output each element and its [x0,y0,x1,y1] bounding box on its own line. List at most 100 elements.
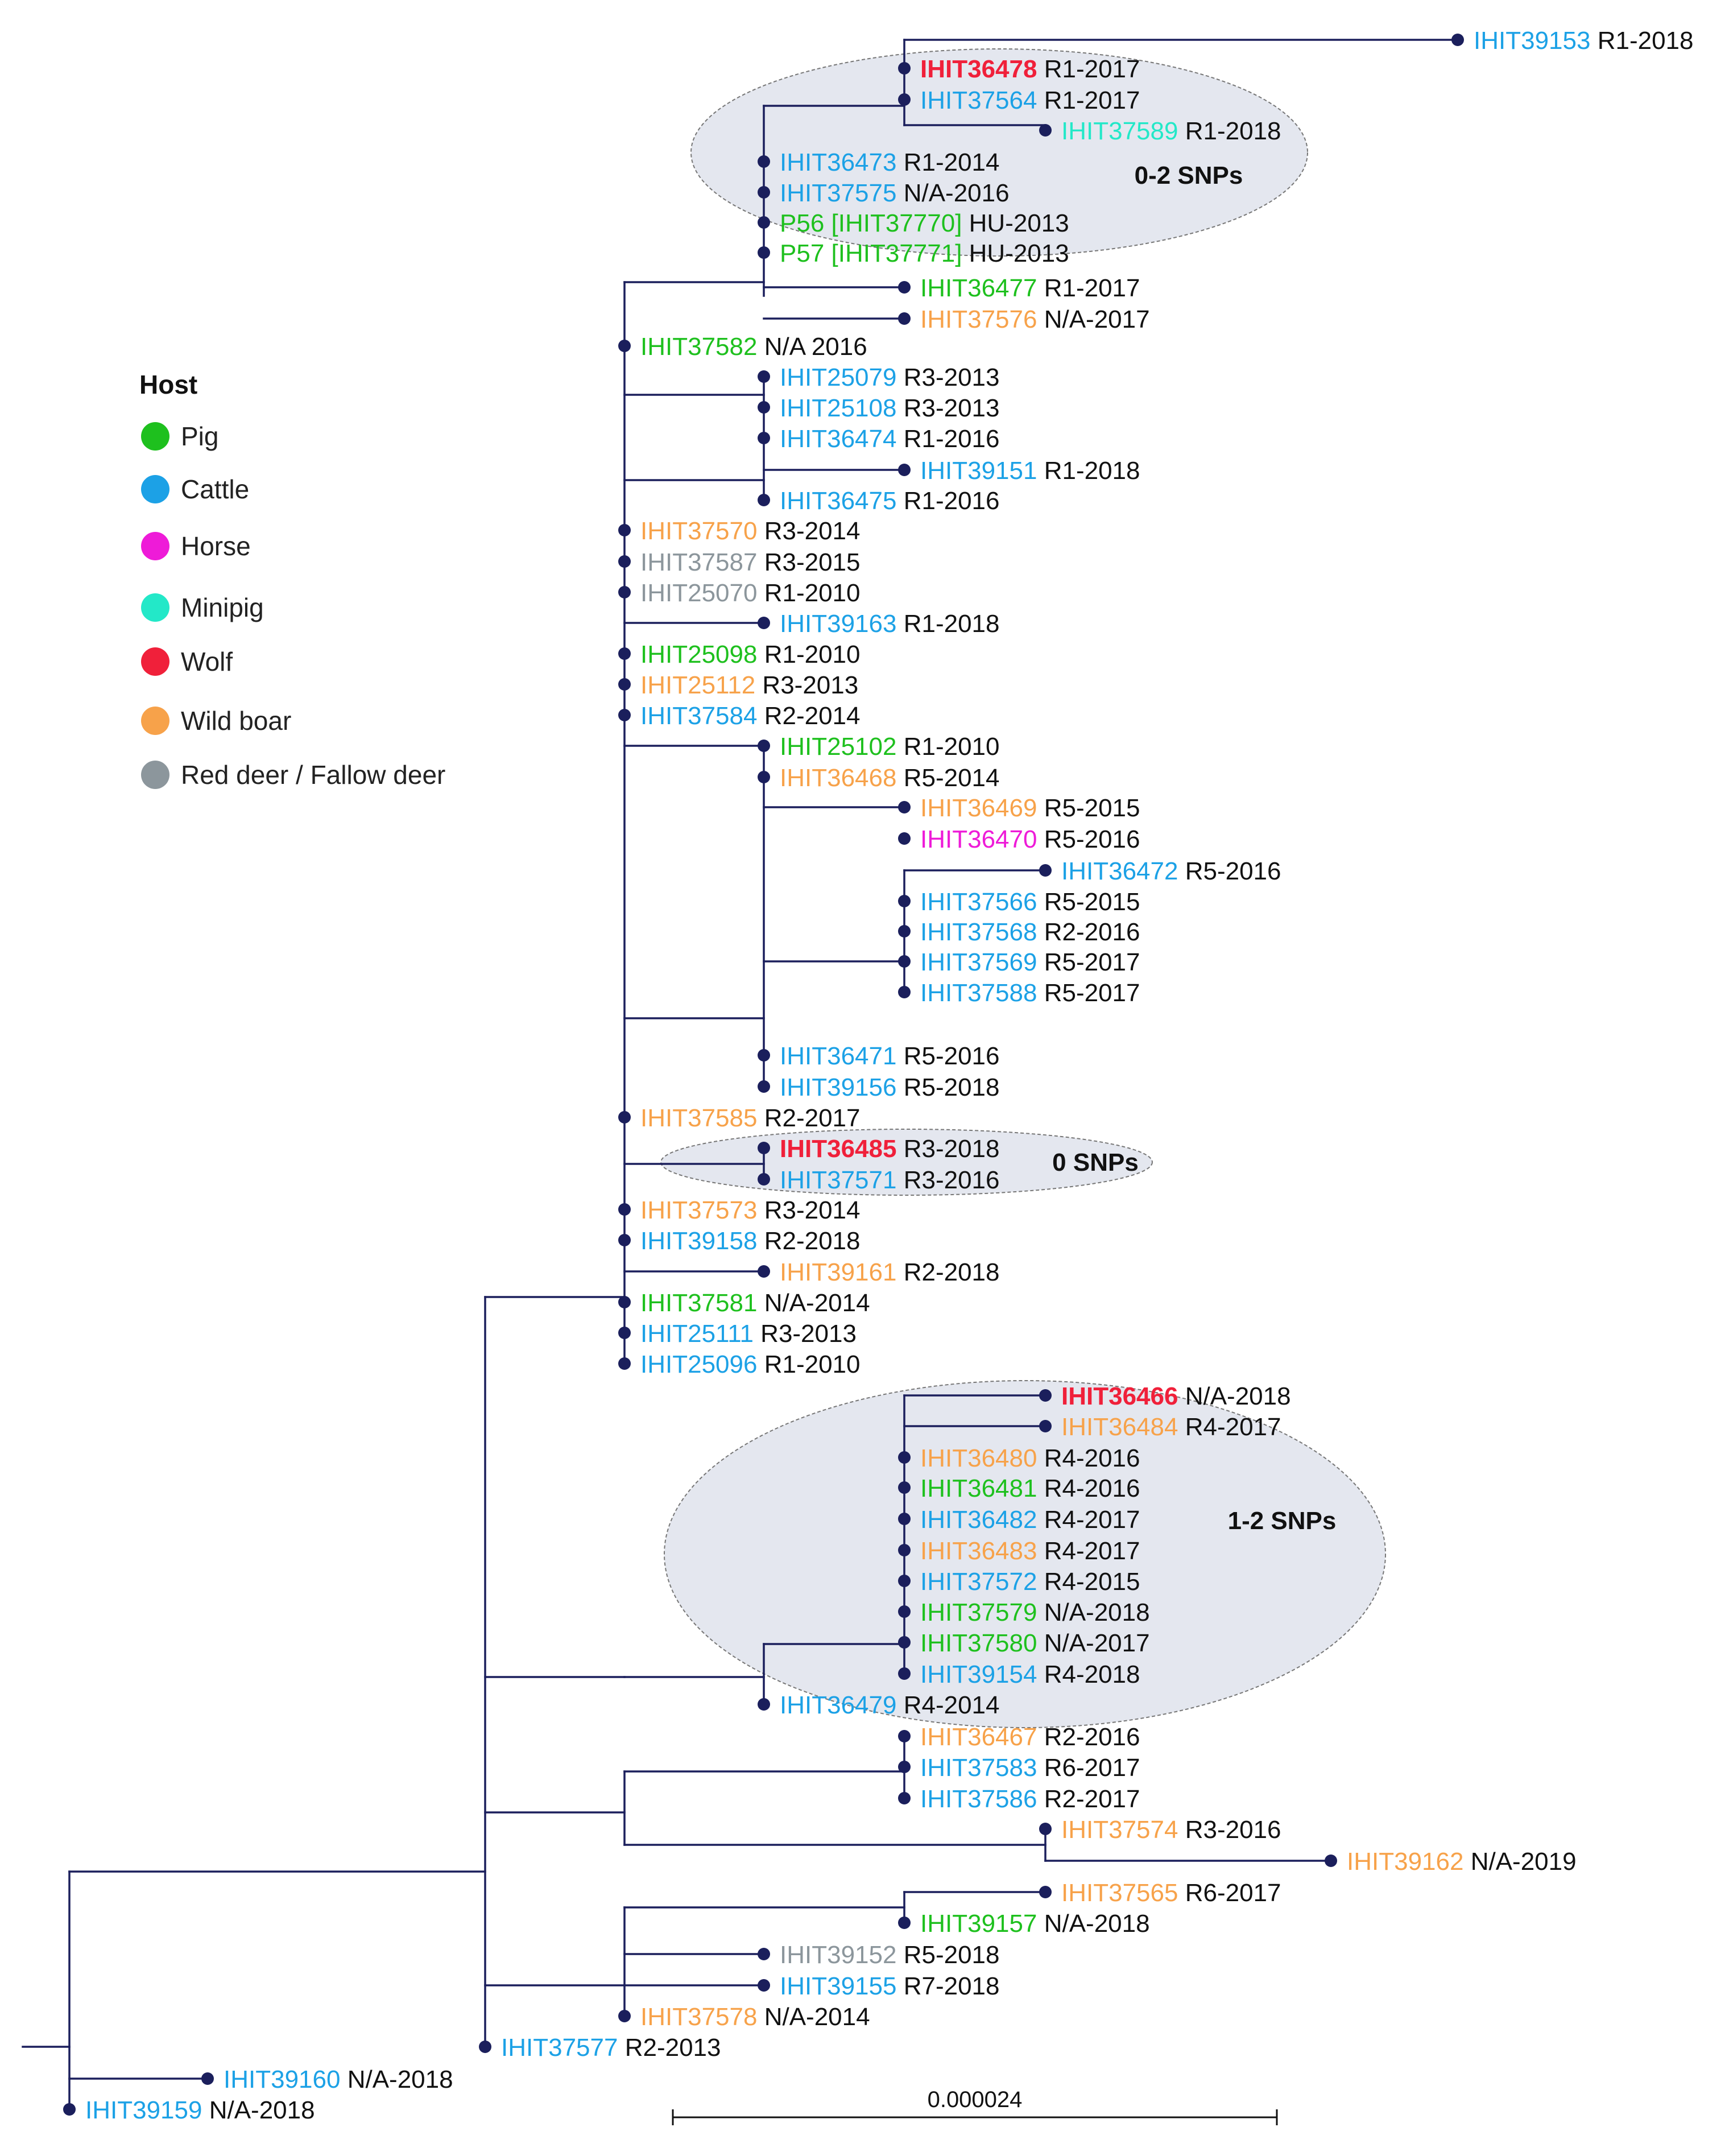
tip-node-dot [618,1203,631,1216]
tip-isolate-id: IHIT36467 [920,1723,1037,1751]
tree-tip: IHIT36467 R2-2016 [898,1723,1140,1751]
tip-node-dot [898,1575,911,1587]
tip-label: IHIT25079 R3-2013 [780,364,999,391]
tree-tip: IHIT37576 N/A-2017 [898,305,1150,333]
tip-label: IHIT39162 N/A-2019 [1347,1848,1577,1876]
tip-isolate-id: IHIT36483 [920,1537,1037,1565]
tip-isolate-id: IHIT37565 [1061,1879,1178,1907]
tip-label: IHIT36474 R1-2016 [780,425,999,453]
tip-region-year: R1-2018 [1178,117,1281,145]
tip-isolate-id: IHIT25111 [640,1320,754,1348]
tip-node-dot [898,801,911,813]
tip-label: IHIT36480 R4-2016 [920,1444,1140,1472]
tree-tip: IHIT25112 R3-2013 [618,671,858,699]
scale-bar: 0.000024 [672,2087,1278,2125]
tip-node-dot [618,2010,631,2022]
tip-label: IHIT36482 R4-2017 [920,1506,1140,1534]
tip-isolate-id: IHIT37577 [501,2034,618,2062]
tip-label: IHIT36473 R1-2014 [780,148,999,176]
tip-label: IHIT37574 R3-2016 [1061,1816,1281,1844]
tip-isolate-id: IHIT39153 [1474,27,1590,55]
tip-label: IHIT37581 N/A-2014 [640,1289,870,1317]
tip-node-dot [898,1513,911,1525]
tip-isolate-id: IHIT37572 [920,1568,1037,1596]
tip-isolate-id: IHIT37583 [920,1754,1037,1782]
tip-node-dot [618,1357,631,1370]
tip-region-year: N/A-2014 [757,2003,870,2031]
tip-region-year: R1-2018 [896,610,999,638]
tip-region-year: N/A-2016 [896,179,1009,207]
tip-isolate-id: P56 [IHIT37770] [780,209,962,237]
tip-label: IHIT36483 R4-2017 [920,1537,1140,1565]
tip-label: IHIT36475 R1-2016 [780,487,999,515]
tip-isolate-id: IHIT36468 [780,764,896,792]
tip-node-dot [618,1296,631,1308]
tip-node-dot [758,494,770,506]
tree-tip: IHIT39162 N/A-2019 [1325,1848,1577,1876]
tip-label: IHIT39160 N/A-2018 [224,2066,453,2093]
tip-isolate-id: IHIT25079 [780,364,896,391]
tip-region-year: N/A-2018 [1178,1382,1290,1410]
tip-region-year: R4-2018 [1037,1661,1140,1688]
legend-item: Cattle [141,474,249,504]
tip-region-year: N/A-2017 [1037,305,1149,333]
legend-label: Pig [181,422,218,451]
tip-node-dot [898,1451,911,1464]
tip-label: P56 [IHIT37770] HU-2013 [780,209,1069,237]
tip-region-year: R4-2015 [1037,1568,1140,1596]
tip-node-dot [898,1667,911,1680]
tip-node-dot [758,1948,770,1960]
legend-swatch [141,532,169,560]
tip-region-year: N/A-2018 [340,2066,453,2093]
snp-cluster-label: 0 SNPs [1052,1149,1139,1176]
tree-tip: IHIT39163 R1-2018 [758,610,999,638]
tip-label: IHIT25070 R1-2010 [640,579,860,607]
tip-node-dot [618,678,631,691]
tip-isolate-id: IHIT37586 [920,1785,1037,1813]
tip-isolate-id: IHIT39158 [640,1227,757,1255]
tip-label: IHIT37588 R5-2017 [920,979,1140,1007]
tree-tip: IHIT37574 R3-2016 [1039,1816,1281,1844]
tip-node-dot [758,370,770,383]
tip-region-year: R1-2017 [1037,274,1140,302]
tree-tip: IHIT37572 R4-2015 [898,1568,1140,1596]
tip-label: IHIT37573 R3-2014 [640,1196,860,1224]
tip-isolate-id: IHIT37588 [920,979,1037,1007]
legend-swatch [141,707,169,735]
tip-node-dot [1039,1886,1052,1898]
tip-isolate-id: IHIT36471 [780,1042,896,1070]
tip-isolate-id: IHIT39160 [224,2066,340,2093]
tip-region-year: N/A-2019 [1463,1848,1576,1876]
tree-tip: IHIT37575 N/A-2016 [758,179,1010,207]
tip-isolate-id: IHIT36474 [780,425,896,453]
tree-tip: IHIT39154 R4-2018 [898,1661,1140,1688]
tree-tip: IHIT37569 R5-2017 [898,948,1140,976]
tip-isolate-id: IHIT39159 [85,2096,202,2124]
tree-tip: IHIT36468 R5-2014 [758,764,999,792]
tree-tip: IHIT36469 R5-2015 [898,794,1140,822]
tip-isolate-id: IHIT25096 [640,1350,757,1378]
tip-region-year: R1-2016 [896,425,999,453]
tip-label: IHIT37587 R3-2015 [640,548,860,576]
legend-label: Red deer / Fallow deer [181,760,445,790]
tip-node-dot [201,2072,214,2085]
tip-label: IHIT37565 R6-2017 [1061,1879,1281,1907]
tip-node-dot [898,986,911,998]
tip-label: IHIT36479 R4-2014 [780,1691,999,1719]
snp-cluster-label: 1-2 SNPs [1228,1507,1337,1535]
tip-region-year: R4-2017 [1037,1506,1140,1534]
tree-tip: IHIT36478 R1-2017 [898,55,1140,83]
legend-label: Wolf [181,647,233,676]
tip-label: IHIT39159 N/A-2018 [85,2096,315,2124]
tip-node-dot [1039,1823,1052,1835]
tip-label: IHIT37571 R3-2016 [780,1166,999,1194]
tip-label: IHIT37566 R5-2015 [920,888,1140,916]
tip-region-year: R6-2017 [1178,1879,1281,1907]
tree-tip: IHIT36474 R1-2016 [758,425,999,453]
tip-label: IHIT36478 R1-2017 [920,55,1140,83]
tip-region-year: R4-2016 [1037,1444,1140,1472]
tip-isolate-id: IHIT36481 [920,1474,1037,1502]
tip-region-year: R5-2015 [1037,794,1140,822]
tip-isolate-id: IHIT36473 [780,148,896,176]
scale-bar-label: 0.000024 [928,2087,1023,2112]
